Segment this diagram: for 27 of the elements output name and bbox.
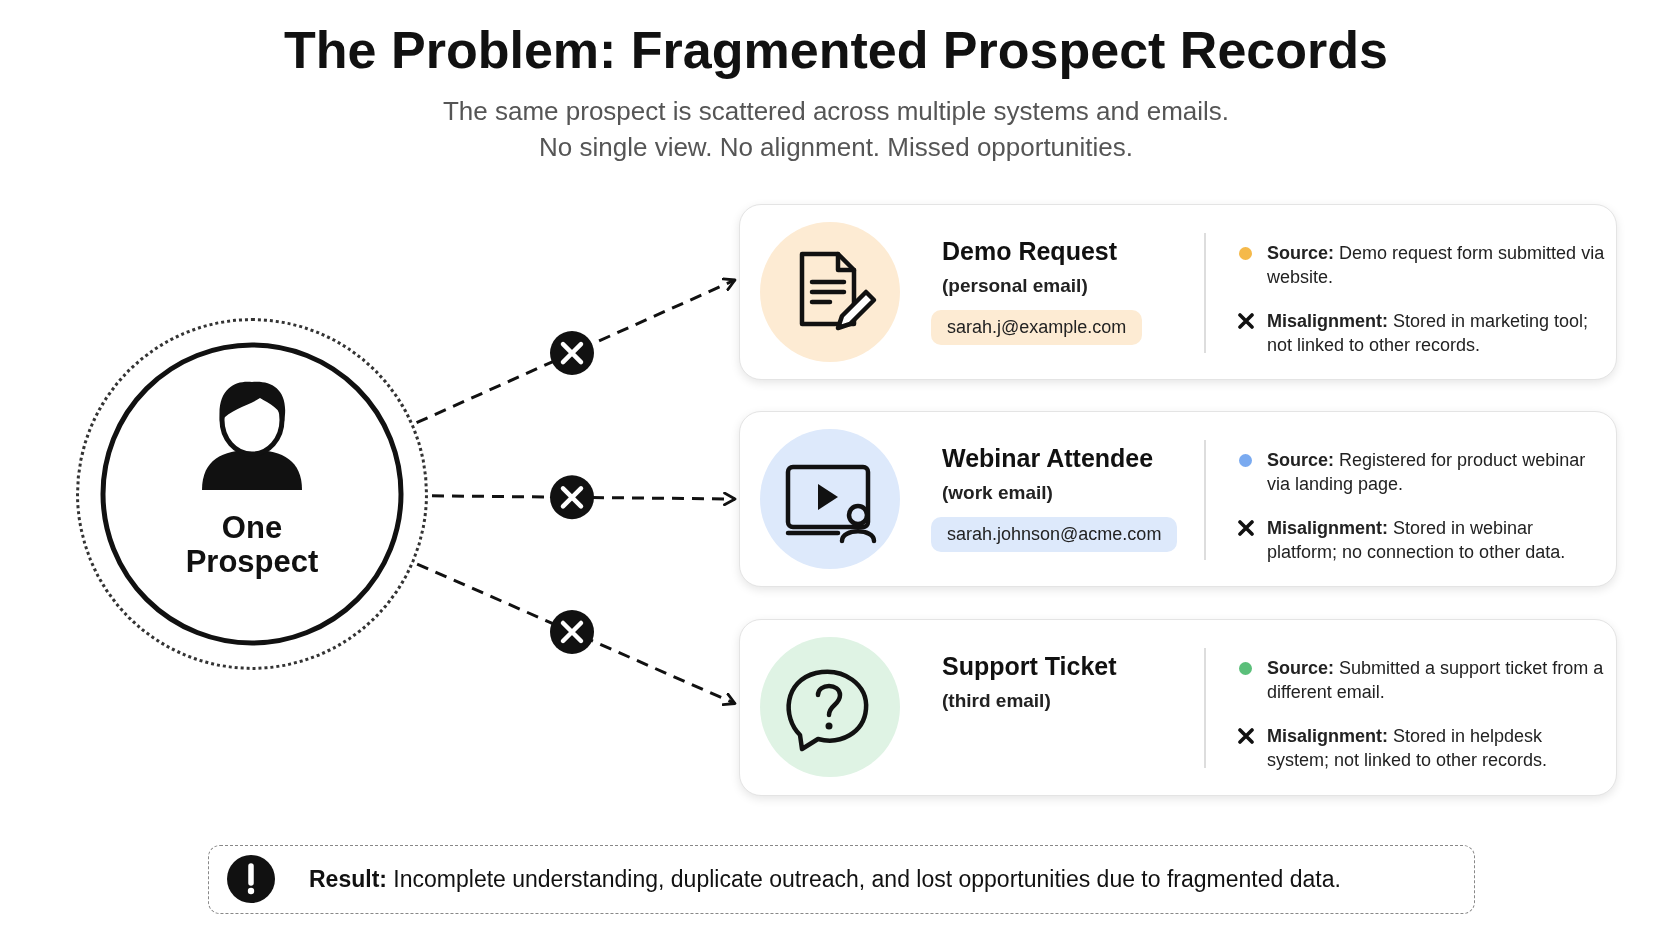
- record-note: Misalignment: Stored in marketing tool; not linked to other records.: [1267, 310, 1590, 357]
- record-note: Source: Submitted a support ticket from a different email.: [1267, 657, 1605, 704]
- record-card: [739, 619, 1617, 796]
- title: The Problem: Fragmented Prospect Records: [283, 20, 1389, 80]
- result-banner: [208, 845, 1475, 914]
- email-tag: sarah.johnson@acme.com: [931, 517, 1178, 552]
- record-title: Demo Request: [942, 237, 1118, 266]
- record-note: Misalignment: Stored in webinar platform; no connection to other data.: [1267, 517, 1567, 564]
- dashed-arrow: [416, 562, 737, 706]
- record-card: [739, 411, 1617, 587]
- record-title: Support Ticket: [942, 652, 1117, 681]
- record-note: Source: Registered for product webinar via landing page.: [1267, 449, 1587, 496]
- subtitle: The same prospect is scattered across multiple systems and emails.: [441, 96, 1231, 127]
- record-title: Webinar Attendee: [942, 444, 1154, 473]
- result-text: Result: Incomplete understanding, duplicate outreach, and lost opportunities due to fragmented data.: [309, 866, 1341, 893]
- record-note: Misalignment: Stored in helpdesk system; not linked to other records.: [1267, 725, 1549, 772]
- record-subtitle: (third email): [942, 690, 1051, 712]
- prospect-circle: [76, 318, 428, 670]
- prospect-label: One Prospect: [184, 511, 320, 579]
- record-card: [739, 204, 1617, 380]
- record-note: Source: Demo request form submitted via website.: [1267, 242, 1606, 289]
- record-subtitle: (personal email): [942, 275, 1088, 297]
- record-subtitle: (work email): [942, 482, 1053, 504]
- dashed-arrow: [415, 277, 737, 425]
- email-tag: sarah.j@example.com: [931, 310, 1143, 345]
- dashed-arrow: [431, 491, 737, 507]
- subtitle: No single view. No alignment. Missed opportunities.: [538, 132, 1134, 163]
